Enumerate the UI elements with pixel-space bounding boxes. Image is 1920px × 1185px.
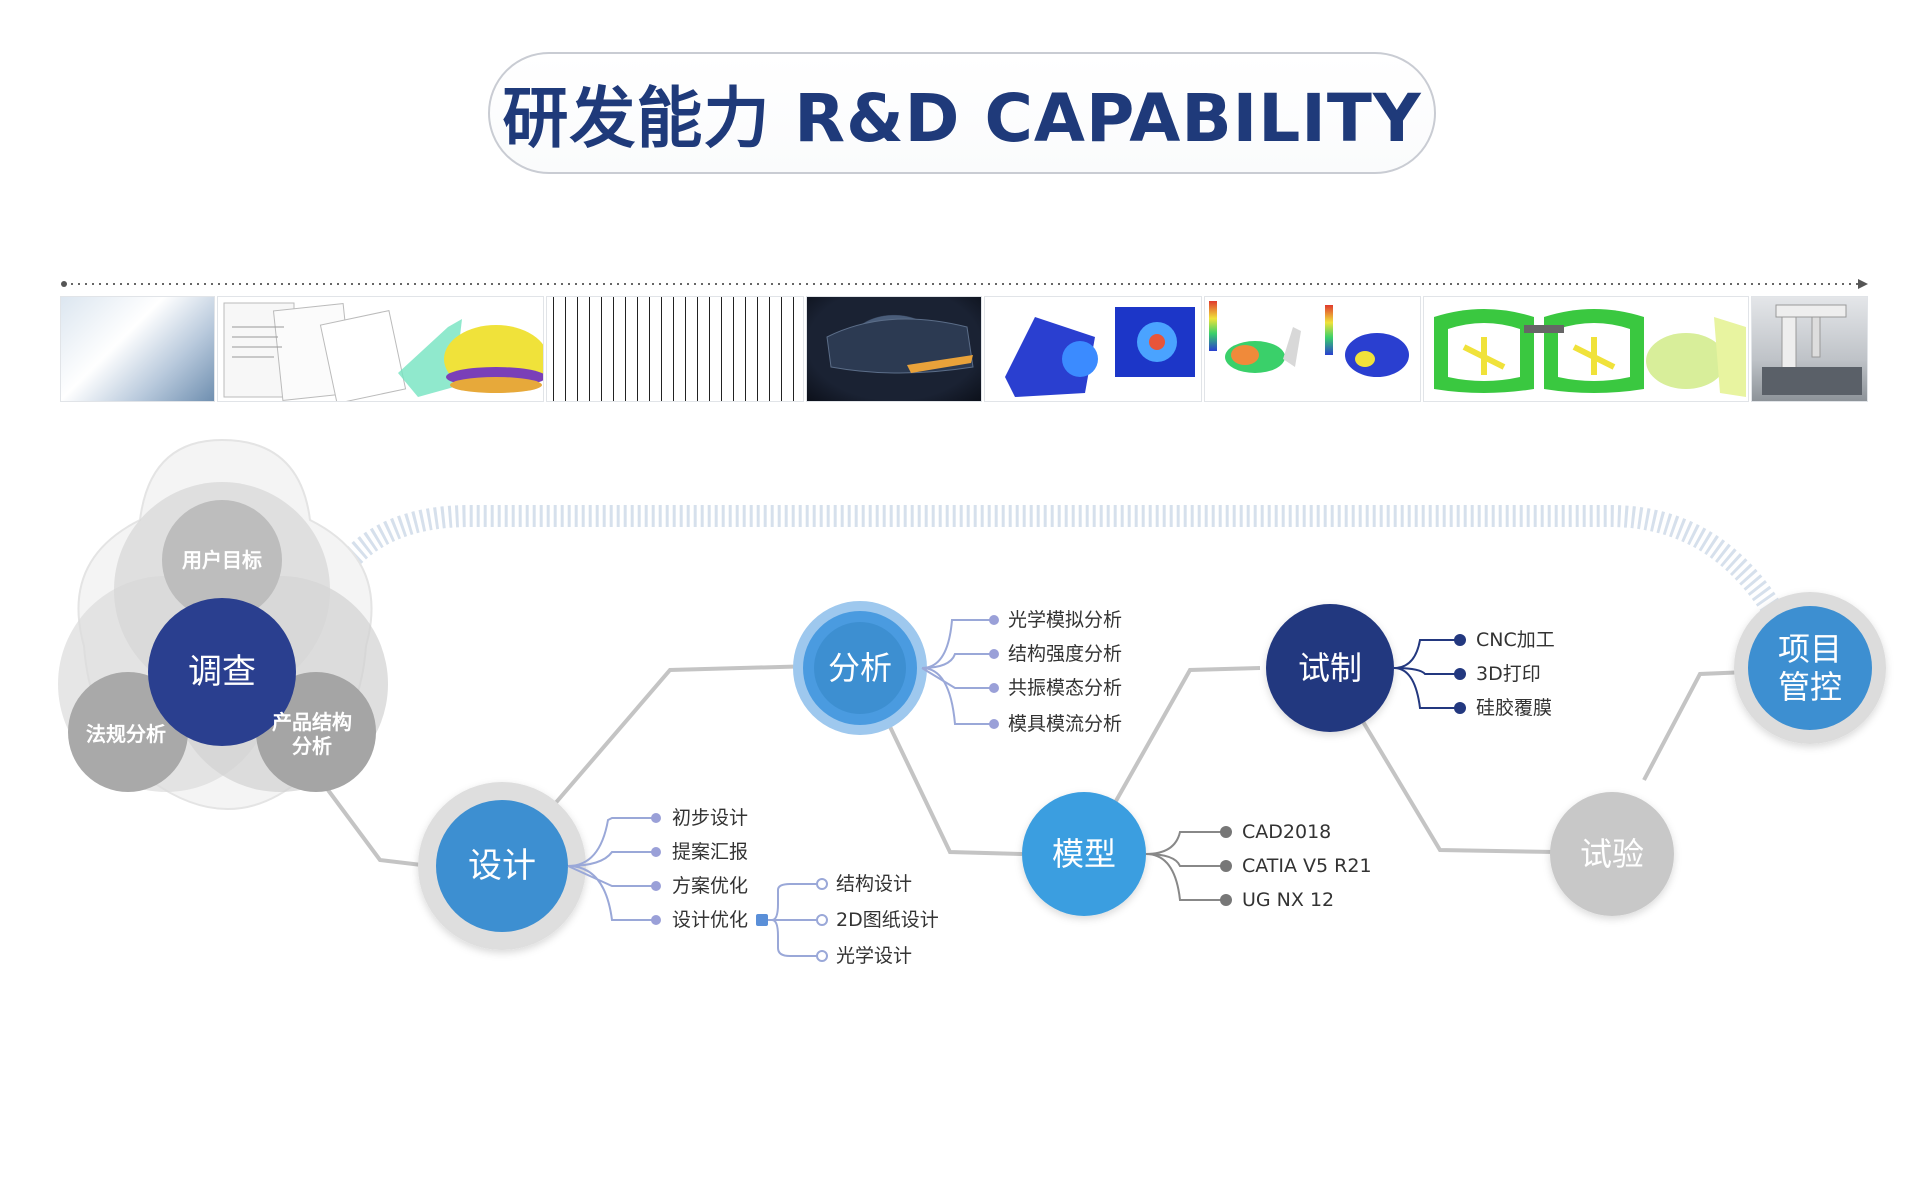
model-item-2: CATIA V5 R21	[1242, 855, 1372, 877]
simulation-analysis-graphic	[1208, 301, 1409, 377]
document-photo-image	[60, 296, 215, 402]
feedback-arc	[331, 505, 1790, 628]
design-item-1: 初步设计	[672, 807, 748, 829]
analysis-item-2: 结构强度分析	[1008, 643, 1122, 665]
design-item-4: 设计优化	[672, 909, 748, 931]
page-title: 研发能力 R&D CAPABILITY	[502, 80, 1422, 157]
petal-regulation-label: 法规分析	[86, 722, 166, 746]
prototype-item-3: 硅胶覆膜	[1476, 697, 1552, 719]
node-prototype: 试制	[1266, 604, 1394, 732]
design-item-2: 提案汇报	[672, 841, 748, 863]
mold-flow-graphic	[1434, 309, 1747, 397]
mold-flow-analysis-image	[1423, 296, 1750, 402]
design-sub-item-3: 光学设计	[836, 945, 912, 967]
simulation-analysis-image	[1203, 296, 1422, 402]
node-test: 试验	[1550, 792, 1674, 916]
standards-and-model-graphic	[223, 302, 544, 401]
prototype-items: CNC加工 3D打印 硅胶覆膜	[1454, 629, 1555, 719]
design-items: 初步设计 提案汇报 方案优化 设计优化	[651, 807, 748, 931]
image-strip	[60, 296, 1868, 402]
simulation-blue-graphic	[1004, 307, 1195, 397]
petal-user-goals	[162, 500, 282, 620]
projLabel-line-1: 项目	[1778, 630, 1842, 668]
engineering-drawings-image	[546, 296, 805, 402]
node-analysis: 分析	[793, 601, 927, 735]
survey-center-label: 调查	[188, 652, 256, 692]
prototype-item-2: 3D打印	[1476, 663, 1541, 685]
model-items: CAD2018 CATIA V5 R21 UG NX 12	[1220, 821, 1372, 911]
prototype-branches	[1393, 639, 1455, 709]
model-item-1: CAD2018	[1242, 821, 1331, 843]
node-model: 模型	[1022, 792, 1146, 916]
timeline-arrow	[61, 279, 1868, 289]
analysis-branches	[921, 619, 990, 725]
cmm-machine-image	[1751, 296, 1868, 402]
standards-documents-image	[216, 296, 545, 402]
projLabel-line-2: 管控	[1778, 668, 1842, 706]
node-project-control: 项目管控	[1734, 592, 1886, 744]
petal-user-goals-label: 用户目标	[182, 548, 262, 572]
analysis-item-3: 共振模态分析	[1008, 677, 1122, 699]
prototype-label: 试制	[1298, 649, 1362, 687]
mirror-photo-graphic	[826, 318, 974, 374]
design-item-3: 方案优化	[672, 875, 748, 897]
model-item-3: UG NX 12	[1242, 889, 1334, 911]
mirror-photo-image	[806, 296, 982, 402]
model-label: 模型	[1052, 835, 1116, 873]
petal3-line-1: 产品结构	[272, 710, 352, 734]
analysis-items: 光学模拟分析 结构强度分析 共振模态分析 模具模流分析	[989, 609, 1122, 735]
petal3-line-2: 分析	[292, 734, 332, 758]
analysis-item-4: 模具模流分析	[1008, 713, 1122, 735]
analysis-label: 分析	[828, 649, 892, 687]
petal-product-structure-label: 产品结构分析	[272, 710, 352, 758]
design-sub-item-2: 2D图纸设计	[836, 909, 939, 931]
model-branches	[1145, 831, 1222, 901]
design-branches	[567, 817, 655, 921]
cmm-machine-graphic	[1762, 304, 1863, 395]
analysis-item-1: 光学模拟分析	[1008, 609, 1122, 631]
design-label: 设计	[468, 846, 536, 886]
node-design: 设计	[418, 782, 586, 950]
test-label: 试验	[1580, 835, 1644, 873]
simulation-blue-image	[983, 296, 1202, 402]
connector-lines	[326, 664, 1749, 868]
project-control-label: 项目管控	[1778, 630, 1842, 706]
prototype-item-1: CNC加工	[1476, 629, 1555, 651]
survey-cluster: 用户目标 法规分析 产品结构分析 调查	[58, 438, 388, 810]
design-sub-items: 结构设计 2D图纸设计 光学设计	[756, 873, 939, 967]
title-banner: 研发能力 R&D CAPABILITY	[488, 52, 1436, 174]
survey-center	[148, 598, 296, 746]
design-sub-item-1: 结构设计	[836, 873, 912, 895]
